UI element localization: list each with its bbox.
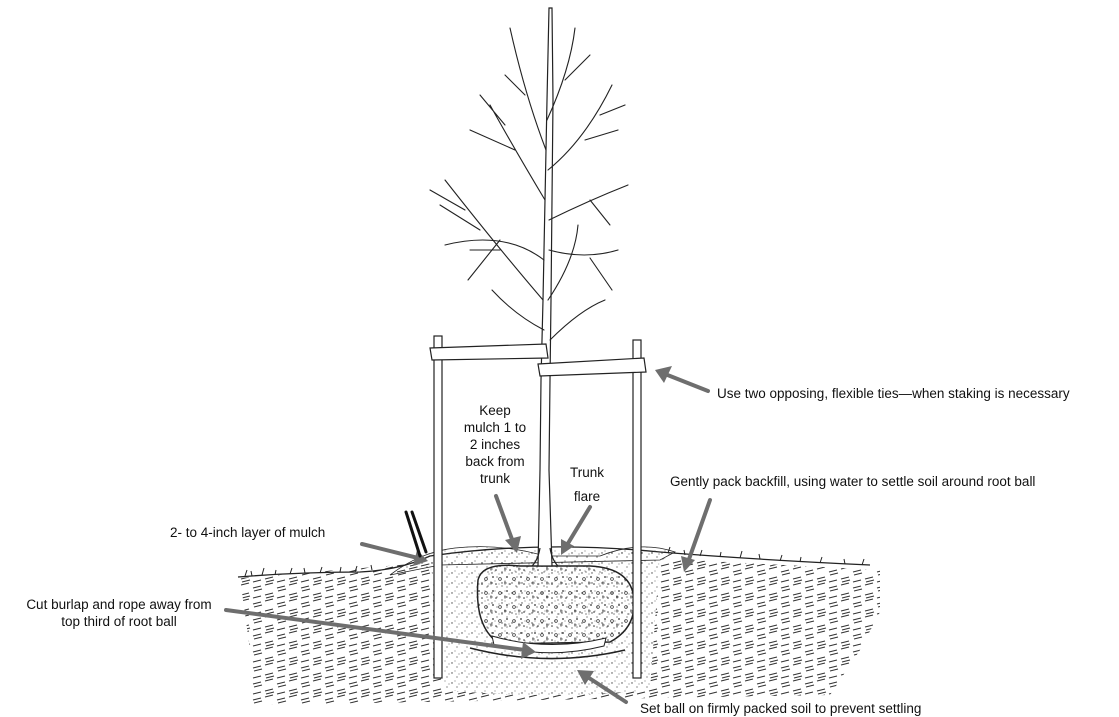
- label-ties: Use two opposing, flexible ties—when sta…: [717, 385, 1070, 402]
- arrow-backfill: [688, 500, 710, 562]
- tie-left: [430, 344, 548, 360]
- stake-left: [434, 336, 442, 678]
- label-trunk-flare: Trunk flare: [562, 461, 612, 509]
- label-keep-mulch: Keep mulch 1 to 2 inches back from trunk: [454, 402, 536, 487]
- arrow-trunk-flare: [567, 507, 590, 545]
- label-backfill: Gently pack backfill, using water to set…: [670, 473, 1035, 490]
- label-mulch-layer: 2- to 4-inch layer of mulch: [170, 524, 325, 541]
- root-ball: [477, 565, 634, 644]
- mulch-depth-marker: [406, 512, 426, 556]
- trunk: [538, 8, 553, 566]
- label-burlap: Cut burlap and rope away from top third …: [6, 596, 232, 630]
- arrow-keep-mulch: [496, 496, 513, 542]
- flexible-ties: [430, 344, 646, 376]
- tree-branches: [430, 28, 628, 340]
- label-set-ball: Set ball on firmly packed soil to preven…: [640, 700, 921, 717]
- tie-right: [538, 358, 646, 376]
- arrow-ties: [665, 374, 708, 391]
- arrow-mulch-layer: [362, 544, 418, 558]
- stake-right: [633, 340, 641, 678]
